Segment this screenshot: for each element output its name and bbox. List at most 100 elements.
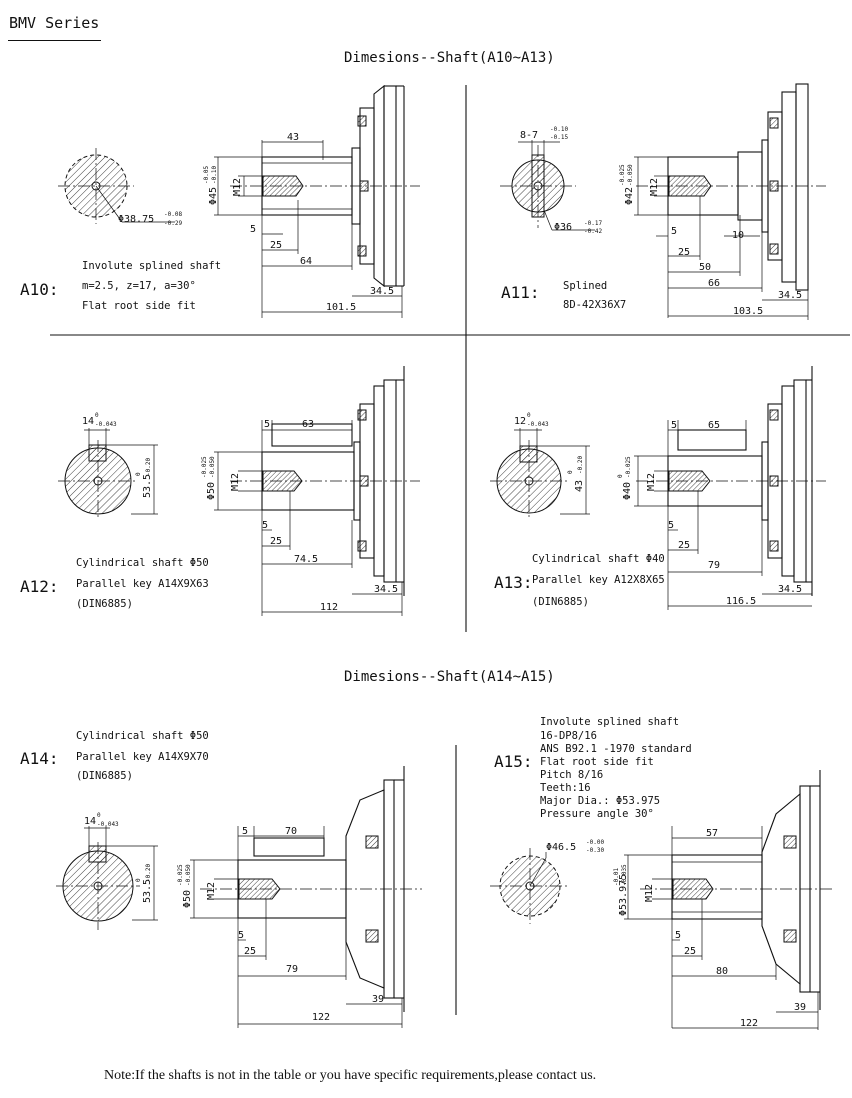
a10-shaft-side: [214, 84, 420, 318]
a12-h-label: 53.5: [142, 474, 153, 498]
a10-code: A10:: [20, 280, 59, 299]
a14-dim-l4: 25: [244, 946, 256, 957]
a12-keyw-tol-up: 0: [95, 412, 99, 419]
a15-desc-3: ANS B92.1 -1970 standard: [540, 743, 692, 755]
a11-code: A11:: [501, 283, 540, 302]
a12-key-section: [58, 428, 158, 520]
a14-key-section: [56, 826, 158, 930]
a11-dminor-label: Φ36: [554, 222, 572, 233]
a11-dmajor-tol-up: -0.025: [619, 164, 626, 186]
a10-desc-2: m=2.5, z=17, a=30°: [82, 280, 196, 292]
a13-keyw-tol-lo: -0.043: [527, 421, 549, 428]
a11-dim-l3: 25: [678, 247, 690, 258]
a12-d-tol-lo: -0.050: [209, 456, 216, 478]
a13-desc-2: Parallel key A12X8X65: [532, 574, 665, 586]
a12-dim-l7: 112: [320, 602, 338, 613]
a10-dim-l1: 43: [287, 132, 299, 143]
a14-shaft-side: [190, 766, 422, 1028]
series-title: BMV Series: [9, 14, 100, 32]
a13-d-tol-lo: -0.025: [625, 456, 632, 478]
a14-d-tol-up: -0.025: [177, 864, 184, 886]
a14-desc-3: (DIN6885): [76, 770, 133, 782]
a11-dminor-tol-lo: -0.42: [584, 228, 602, 235]
a13-shaft-side: [634, 366, 826, 610]
a15-dmajor-tol-up: -0.01: [613, 868, 620, 886]
a12-d-label: Φ50: [206, 482, 217, 500]
a12-dim-l2: 63: [302, 419, 314, 430]
a13-dim-l5: 79: [708, 560, 720, 571]
a13-h-label: 43: [574, 480, 585, 492]
a13-d-tol-up: 0: [617, 474, 624, 478]
a14-keyw-tol-lo: -0.043: [97, 821, 119, 828]
a14-dim-l6: 39: [372, 994, 384, 1005]
a13-dim-l6: 34.5: [778, 584, 802, 595]
a13-dim-l2: 65: [708, 420, 720, 431]
a13-desc-1: Cylindrical shaft Φ40: [532, 553, 665, 565]
a11-key-tol-lo: -0.15: [550, 134, 568, 141]
a12-d-tol-up: -0.025: [201, 456, 208, 478]
a13-dim-l3: 5: [668, 520, 674, 531]
a12-dim-l5: 74.5: [294, 554, 318, 565]
a12-desc-3: (DIN6885): [76, 598, 133, 610]
a14-code: A14:: [20, 749, 59, 768]
a13-dim-l4: 25: [678, 540, 690, 551]
a10-dmajor-tol-lo: -0.10: [211, 166, 218, 184]
a15-desc-6: Teeth:16: [540, 782, 591, 794]
a15-dim-l3: 25: [684, 946, 696, 957]
a10-dim-l6: 101.5: [326, 302, 356, 313]
a12-desc-1: Cylindrical shaft Φ50: [76, 557, 209, 569]
a12-dim-l4: 25: [270, 536, 282, 547]
a13-dim-l1: 5: [671, 420, 677, 431]
a12-keyw-label: 14: [82, 416, 94, 427]
a11-dim-l1: 5: [671, 226, 677, 237]
a10-desc-3: Flat root side fit: [82, 300, 196, 312]
a15-dim-l1: 57: [706, 828, 718, 839]
a10-dmajor-label: Φ45: [208, 187, 219, 205]
a15-desc-1: Involute splined shaft: [540, 716, 680, 728]
a14-keyw-label: 14: [84, 816, 96, 827]
a14-dim-l7: 122: [312, 1012, 330, 1023]
a10-dim-l2: 5: [250, 224, 256, 235]
a14-desc-1: Cylindrical shaft Φ50: [76, 730, 209, 742]
footer-note: Note:If the shafts is not in the table o…: [104, 1068, 597, 1083]
a15-dminor-tol-up: -0.00: [586, 839, 604, 846]
a15-dim-l4: 80: [716, 966, 728, 977]
a11-thread-label: M12: [649, 178, 660, 196]
a13-h-tol-up: 0: [567, 470, 574, 474]
a12-desc-2: Parallel key A14X9X63: [76, 578, 209, 590]
a15-code: A15:: [494, 752, 533, 771]
a12-dim-l3: 5: [262, 520, 268, 531]
a15-desc-8: Pressure angle 30°: [540, 808, 654, 820]
a15-desc-4: Flat root side fit: [540, 756, 654, 768]
a11-dim-l5: 66: [708, 278, 720, 289]
a11-spline-section: [500, 140, 595, 231]
a15-dim-l5: 39: [794, 1002, 806, 1013]
a10-desc-1: Involute splined shaft: [82, 260, 222, 272]
a14-h-label: 53.5: [142, 879, 153, 903]
series-title-underline: [8, 40, 101, 41]
a13-dim-l7: 116.5: [726, 596, 756, 607]
a11-dim-l2: 10: [732, 230, 744, 241]
a11-dmajor-tol-lo: -0.050: [627, 164, 634, 186]
a12-keyw-tol-lo: -0.043: [95, 421, 117, 428]
a15-dim-l2: 5: [675, 930, 681, 941]
a15-desc-5: Pitch 8/16: [540, 769, 604, 781]
a15-dmajor-label: Φ53.975: [618, 874, 629, 916]
a14-dim-l3: 5: [238, 930, 244, 941]
a14-d-label: Φ50: [182, 890, 193, 908]
a12-thread-label: M12: [230, 473, 241, 491]
a10-thread-label: M12: [232, 178, 243, 196]
a14-keyw-tol-up: 0: [97, 812, 101, 819]
a13-h-tol-lo: -0.20: [577, 456, 584, 474]
a13-thread-label: M12: [646, 473, 657, 491]
a14-dim-l5: 79: [286, 964, 298, 975]
a11-dim-l4: 50: [699, 262, 711, 273]
a11-key-label: 8-7: [520, 130, 538, 141]
a14-dim-l1: 5: [242, 826, 248, 837]
a10-dminor-tol-up: -0.08: [164, 211, 182, 218]
a15-desc-7: Major Dia.: Φ53.975: [540, 795, 661, 807]
a15-dim-l6: 122: [740, 1018, 758, 1029]
a10-dminor-tol-lo: -0.29: [164, 220, 182, 227]
a10-spline-section: [58, 148, 175, 224]
